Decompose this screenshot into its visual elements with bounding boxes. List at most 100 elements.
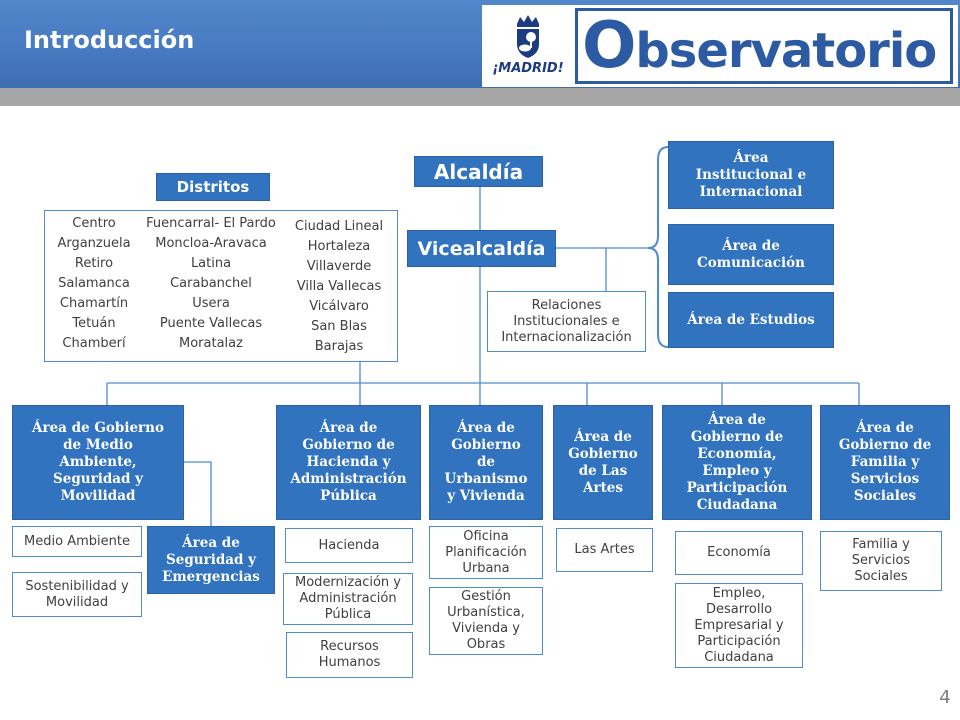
district-name: Chamberí bbox=[62, 336, 126, 351]
text-line: Urbanismo bbox=[444, 471, 528, 487]
district-name: Arganzuela bbox=[57, 236, 131, 251]
text-line: Oficina bbox=[463, 528, 509, 544]
district-name: Carabanchel bbox=[170, 276, 252, 291]
text-line: Relaciones bbox=[531, 297, 602, 313]
text-line: Recursos bbox=[320, 639, 379, 654]
text-line: Área de Estudios bbox=[687, 311, 815, 328]
observatorio-logo: Observatorio bbox=[575, 8, 953, 84]
text-line: Área bbox=[733, 149, 769, 166]
text-line: Área de Gobierno bbox=[32, 420, 164, 436]
text-line: Gestión bbox=[461, 589, 511, 604]
text-line: Familia y bbox=[850, 454, 920, 470]
district-name: Moratalaz bbox=[179, 336, 243, 351]
district-name: Usera bbox=[192, 296, 230, 311]
text-line: Sociales bbox=[853, 488, 917, 504]
text-line: Comunicación bbox=[697, 254, 805, 271]
observatorio-wordmark: Observatorio bbox=[582, 9, 937, 83]
district-name: Centro bbox=[72, 216, 116, 231]
text-line: Gobierno bbox=[451, 437, 521, 453]
text-line: Internacionalización bbox=[501, 329, 632, 345]
text-line: Sostenibilidad y bbox=[25, 578, 129, 594]
text-line: Ciudadana bbox=[696, 496, 778, 513]
district-name: Villa Vallecas bbox=[296, 279, 382, 294]
text-line: Desarrollo bbox=[705, 601, 773, 617]
text-line: Sociales bbox=[854, 569, 908, 584]
text-line: Institucionales e bbox=[513, 313, 620, 329]
text-line: Área de bbox=[708, 411, 766, 428]
text-line: Área de bbox=[319, 420, 378, 436]
text-line: Modernización y bbox=[295, 575, 401, 590]
text-line: Vivienda y bbox=[452, 621, 520, 636]
text-line: Internacional bbox=[699, 183, 803, 200]
text-line: Empresarial y bbox=[694, 617, 784, 633]
district-name: Barajas bbox=[314, 339, 364, 354]
crest-crown-band bbox=[517, 24, 539, 27]
text-line: Servicios bbox=[850, 471, 920, 487]
text-line: Pública bbox=[320, 488, 377, 504]
text-line: Urbana bbox=[462, 560, 510, 576]
unit-economia: Economía bbox=[675, 531, 803, 575]
madrid-logo-text: ¡MADRID! bbox=[492, 61, 564, 76]
crest-tree-trunk bbox=[530, 41, 532, 48]
text-line: Administración bbox=[290, 471, 407, 487]
text-line: Empleo y bbox=[702, 462, 772, 479]
text-line: y Vivienda bbox=[447, 488, 525, 504]
text-line: Las Artes bbox=[574, 542, 635, 557]
district-name: Hortaleza bbox=[307, 239, 371, 254]
text-line: Urbanística, bbox=[447, 605, 525, 620]
district-name: Chamartín bbox=[59, 296, 129, 311]
text-line: Participación bbox=[697, 633, 781, 649]
text-line: Obras bbox=[466, 637, 506, 652]
text-line: Humanos bbox=[318, 655, 381, 670]
text-line: Área de bbox=[722, 237, 780, 254]
logo-container: ¡MADRID! Observatorio bbox=[482, 5, 958, 87]
text-line: Servicios bbox=[851, 553, 911, 568]
text-line: Ambiente, bbox=[59, 454, 137, 470]
text-line: Seguridad y bbox=[165, 551, 256, 568]
text-line: Planificación bbox=[445, 544, 527, 560]
text-line: Movilidad bbox=[60, 488, 136, 504]
crest-tree bbox=[526, 32, 536, 42]
connector-seguridad bbox=[184, 461, 212, 526]
madrid-crest-icon bbox=[517, 15, 539, 58]
text-line: Emergencias bbox=[162, 568, 260, 585]
text-line: de Las bbox=[578, 462, 628, 479]
district-name: Moncloa-Aravaca bbox=[155, 236, 267, 251]
district-name: Villaverde bbox=[306, 259, 372, 274]
area-estudios-box: Área de Estudios bbox=[668, 292, 834, 348]
district-name: Ciudad Lineal bbox=[294, 219, 384, 234]
text-line: Hacienda y bbox=[306, 454, 391, 470]
text-line: Pública bbox=[324, 607, 372, 622]
staff-areas-brace bbox=[647, 146, 669, 348]
text-line: Área de bbox=[856, 420, 914, 436]
district-name: Latina bbox=[190, 256, 232, 271]
text-line: Economía, bbox=[697, 445, 777, 462]
district-name: Vicálvaro bbox=[309, 299, 369, 314]
text-line: Gobierno de bbox=[838, 437, 932, 453]
unit-hacienda: Hacienda bbox=[285, 528, 413, 563]
text-line: Medio Ambiente bbox=[24, 533, 130, 549]
text-line: Hacienda bbox=[318, 537, 380, 553]
district-name: Retiro bbox=[74, 256, 114, 271]
unit-las-artes: Las Artes bbox=[556, 528, 653, 572]
crest-crown bbox=[517, 15, 539, 24]
